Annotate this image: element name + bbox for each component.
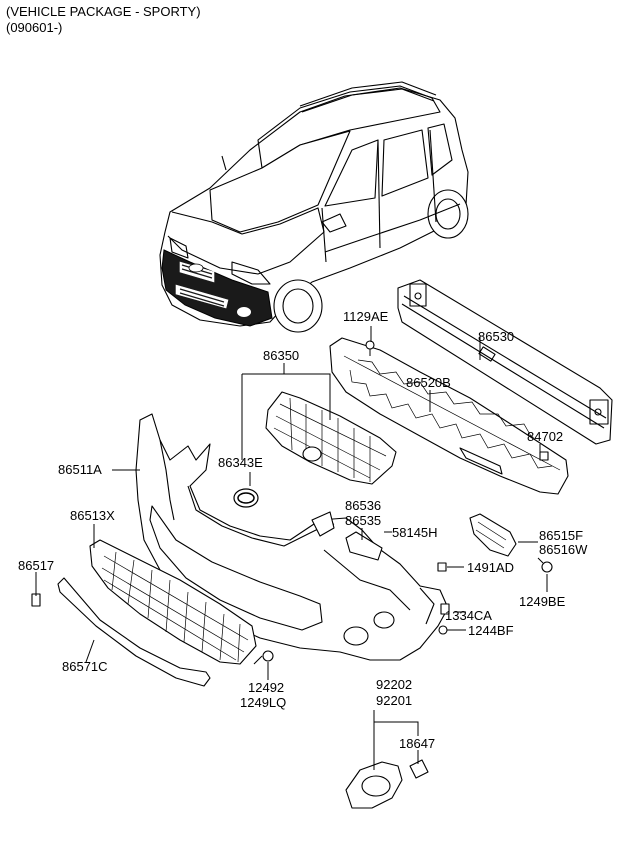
label-86516w[interactable]: 86516W	[539, 542, 588, 557]
lower-grille-86513x	[89, 539, 257, 665]
bumper-bracket-86535	[311, 511, 383, 561]
side-bracket-86515f	[469, 513, 517, 557]
label-86343e[interactable]: 86343E	[218, 455, 263, 470]
energy-absorber-86520b	[329, 337, 569, 495]
label-86571c[interactable]: 86571C	[62, 659, 108, 674]
label-58145h[interactable]: 58145H	[392, 525, 438, 540]
label-1249lq[interactable]: 1249LQ	[240, 695, 286, 710]
molding-86571c	[57, 577, 211, 687]
radiator-grille-86350	[265, 391, 397, 485]
label-84702[interactable]: 84702	[527, 429, 563, 444]
fastener-1129ae	[365, 340, 375, 356]
label-86535[interactable]: 86535	[345, 513, 381, 528]
label-1249be[interactable]: 1249BE	[519, 594, 566, 609]
label-92202[interactable]: 92202	[376, 677, 412, 692]
label-92201[interactable]: 92201	[376, 693, 412, 708]
part-labels: 1129AE 86530 86350 86520B 84702 86343E 8…	[18, 309, 588, 751]
fastener-1244bf	[438, 625, 448, 635]
label-86515f[interactable]: 86515F	[539, 528, 583, 543]
diagram-title: (VEHICLE PACKAGE - SPORTY)	[6, 4, 201, 19]
label-86350[interactable]: 86350	[263, 348, 299, 363]
label-18647[interactable]: 18647	[399, 736, 435, 751]
label-86536[interactable]: 86536	[345, 498, 381, 513]
emblem-86343e	[233, 488, 259, 508]
diagram-date-range: (090601-)	[6, 20, 63, 35]
label-86520b[interactable]: 86520B	[406, 375, 451, 390]
leader-lines	[35, 326, 548, 770]
label-1334ca[interactable]: 1334CA	[445, 608, 492, 623]
label-86517[interactable]: 86517	[18, 558, 54, 573]
vehicle-illustration	[159, 81, 469, 333]
label-86511a[interactable]: 86511A	[58, 462, 102, 477]
fog-lamp-92201	[345, 759, 429, 809]
fastener-1334ca	[440, 603, 450, 615]
label-1491ad[interactable]: 1491AD	[467, 560, 514, 575]
label-12492[interactable]: 12492	[248, 680, 284, 695]
screw-12492	[253, 650, 274, 665]
label-86513x[interactable]: 86513X	[70, 508, 115, 523]
label-1244bf[interactable]: 1244BF	[468, 623, 514, 638]
fastener-1249be	[537, 557, 553, 573]
fastener-1491ad	[437, 562, 447, 572]
label-1129ae[interactable]: 1129AE	[343, 309, 389, 324]
bumper-beam-86530	[397, 279, 613, 445]
label-86530[interactable]: 86530	[478, 329, 514, 344]
